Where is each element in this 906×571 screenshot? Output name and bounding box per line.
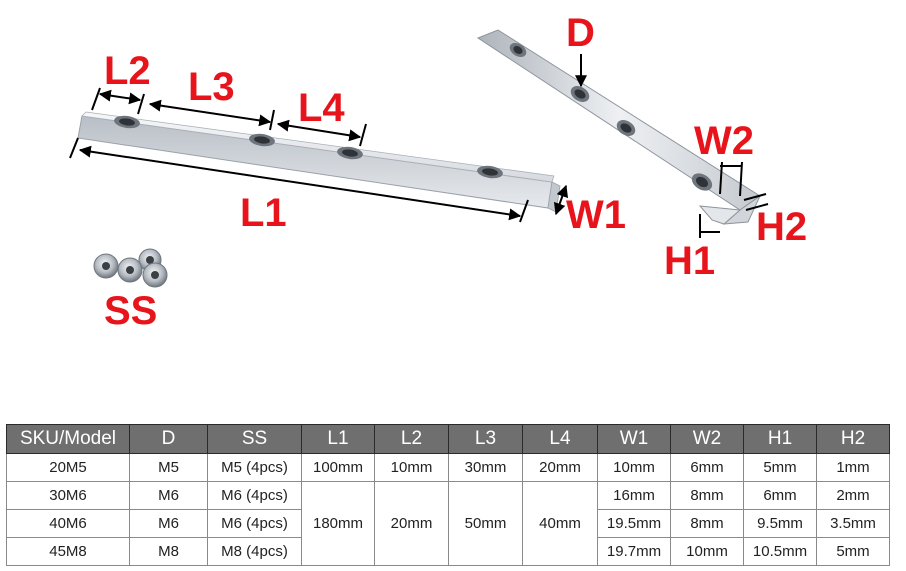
cell-l4: 20mm (522, 453, 598, 482)
cell-l1: 100mm (301, 453, 375, 482)
cell-h2: 3.5mm (816, 509, 890, 538)
column-header: SKU/Model (6, 424, 130, 454)
column-header: L4 (522, 424, 598, 454)
dimension-lines (69, 54, 769, 238)
column-header: H2 (816, 424, 890, 454)
threaded-hole (691, 173, 713, 191)
table-row: 30M6 M6 M6 (4pcs) 180mm 20mm 50mm 40mm 1… (6, 481, 890, 566)
cell-ss: M6 (4pcs) (207, 509, 302, 538)
cell-w2: 8mm (670, 481, 744, 510)
label-l3: L3 (188, 65, 235, 109)
cell-h1: 5mm (743, 453, 817, 482)
right-connector-bar (476, 29, 762, 225)
table-row: 40M6 M6 M6 (4pcs) 19.5mm 8mm 9.5mm 3.5mm (6, 509, 890, 538)
column-header: L2 (374, 424, 449, 454)
table-row: 20M5 M5 M5 (4pcs) 100mm 10mm 30mm 20mm 1… (6, 453, 890, 482)
label-w1: W1 (566, 193, 626, 237)
label-d: D (566, 11, 595, 55)
cell-ss: M5 (4pcs) (207, 453, 302, 482)
cell-d: M5 (129, 453, 208, 482)
threaded-hole (114, 115, 140, 129)
cell-h2: 5mm (816, 537, 890, 566)
cell-sku: 40M6 (6, 509, 130, 538)
cell-l2: 10mm (374, 453, 449, 482)
cell-w1: 16mm (597, 481, 671, 510)
threaded-hole (616, 120, 636, 136)
label-l4: L4 (298, 86, 345, 130)
threaded-hole (509, 43, 527, 57)
cell-h1: 10.5mm (743, 537, 817, 566)
spec-table: SKU/Model D SS L1 L2 L3 L4 W1 W2 H1 H2 2… (6, 424, 890, 566)
column-header: H1 (743, 424, 817, 454)
cell-h2: 2mm (816, 481, 890, 510)
table-header-row: SKU/Model D SS L1 L2 L3 L4 W1 W2 H1 H2 (6, 424, 890, 454)
column-header: W2 (670, 424, 744, 454)
threaded-hole (249, 133, 275, 147)
cell-w2: 6mm (670, 453, 744, 482)
cell-d: M6 (129, 509, 208, 538)
column-header: D (129, 424, 208, 454)
label-ss: SS (104, 289, 157, 333)
cell-sku: 30M6 (6, 481, 130, 510)
cell-h2: 1mm (816, 453, 890, 482)
label-h1: H1 (664, 239, 715, 283)
cell-d: M8 (129, 537, 208, 566)
cell-l1-merged: 180mm (301, 481, 375, 566)
cell-h1: 9.5mm (743, 509, 817, 538)
connector-diagram: D L2 L3 L4 L1 W1 W2 H1 H2 SS (69, 11, 807, 333)
cell-w1: 19.5mm (597, 509, 671, 538)
cell-l2-merged: 20mm (374, 481, 449, 566)
cell-d: M6 (129, 481, 208, 510)
cell-w1: 19.7mm (597, 537, 671, 566)
cell-h1: 6mm (743, 481, 817, 510)
label-l2: L2 (104, 49, 151, 93)
column-header: L3 (448, 424, 523, 454)
cell-l3: 30mm (448, 453, 523, 482)
label-h2: H2 (756, 205, 807, 249)
cell-l3-merged: 50mm (448, 481, 523, 566)
table-row: 45M8 M8 M8 (4pcs) 19.7mm 10mm 10.5mm 5mm (6, 537, 890, 566)
cell-l4-merged: 40mm (522, 481, 598, 566)
threaded-hole (570, 86, 590, 102)
label-l1: L1 (240, 191, 287, 235)
cell-sku: 20M5 (6, 453, 130, 482)
label-w2: W2 (694, 119, 754, 163)
cell-w2: 8mm (670, 509, 744, 538)
set-screws (93, 248, 168, 288)
column-header: L1 (301, 424, 375, 454)
cell-w2: 10mm (670, 537, 744, 566)
cell-w1: 10mm (597, 453, 671, 482)
cell-ss: M6 (4pcs) (207, 481, 302, 510)
column-header: W1 (597, 424, 671, 454)
cell-ss: M8 (4pcs) (207, 537, 302, 566)
cell-sku: 45M8 (6, 537, 130, 566)
column-header: SS (207, 424, 302, 454)
